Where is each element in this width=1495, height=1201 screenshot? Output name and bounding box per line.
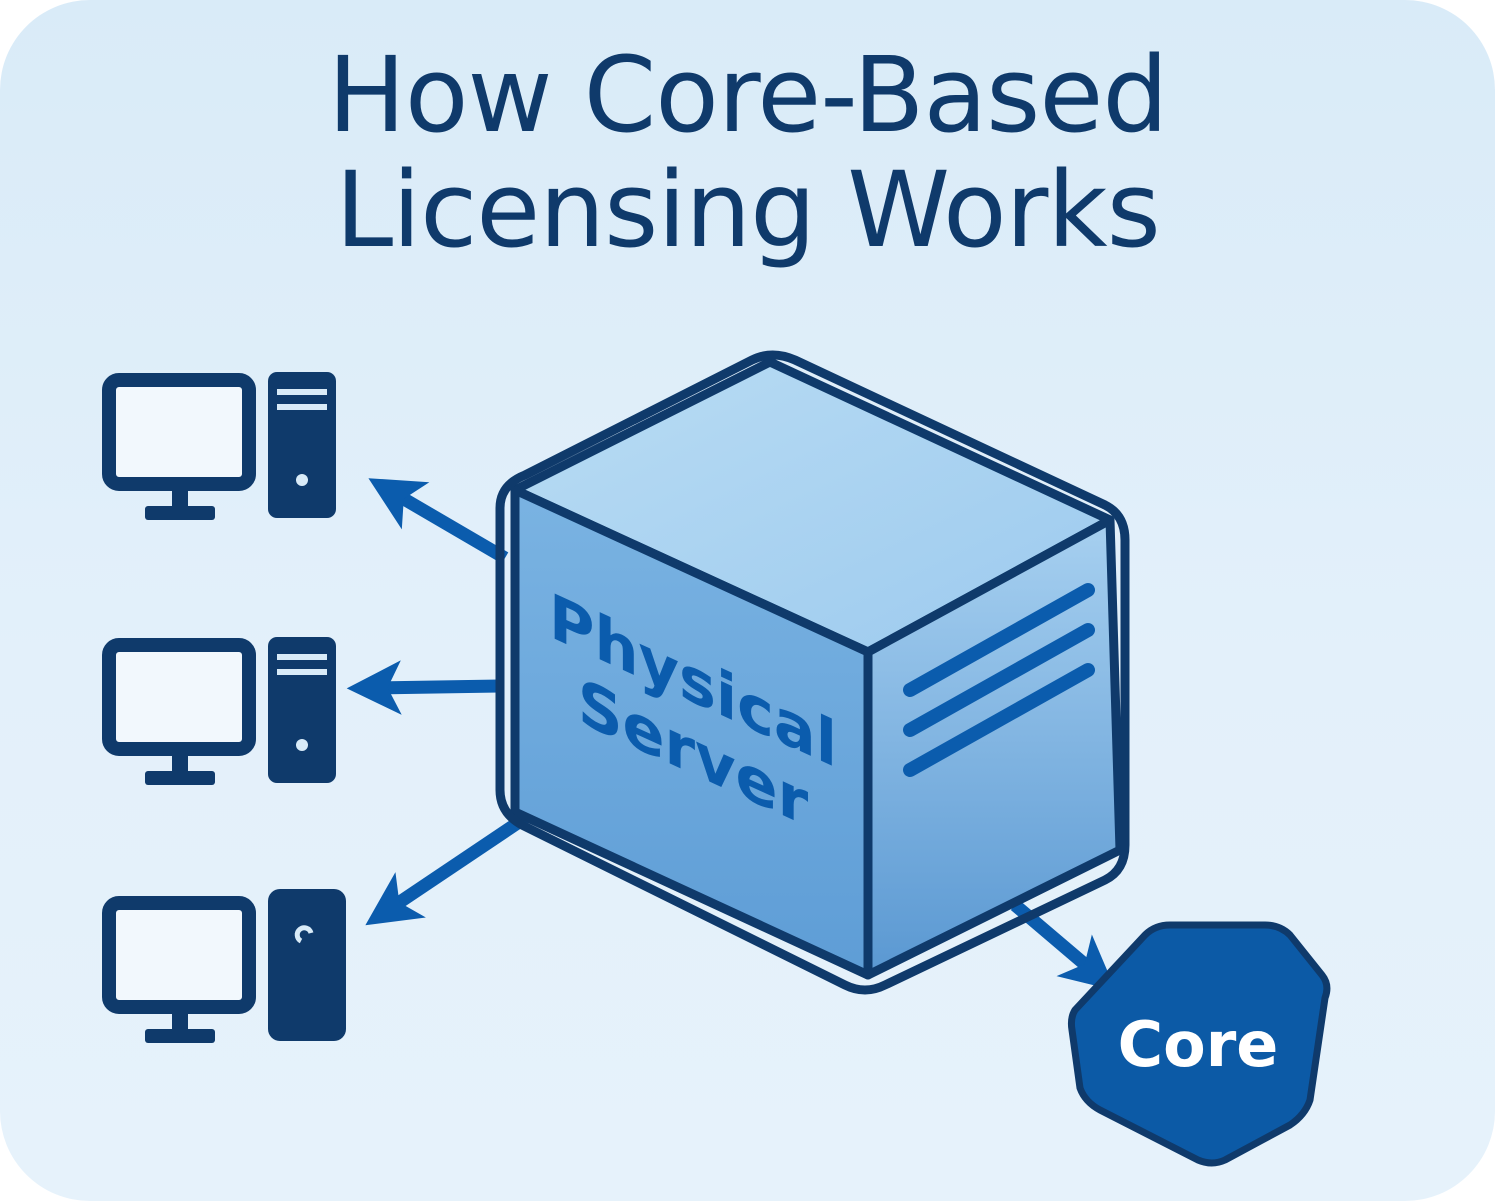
page-title: How Core-Based Licensing Works [0, 38, 1495, 268]
desktop-computer-icon [102, 637, 336, 785]
server-vent-line [903, 583, 1095, 697]
arrow-to-client-1 [368, 478, 509, 564]
core-hexagon-icon: Core [1067, 921, 1331, 1167]
arrow-to-client-2 [346, 660, 501, 715]
server-vent-line [903, 663, 1095, 777]
title-line-2: Licensing Works [335, 149, 1161, 271]
desktop-computer-icon [102, 372, 336, 520]
core-label: Core [1118, 1008, 1279, 1081]
desktop-computer-icon [102, 889, 346, 1043]
server-cube-icon: Physical Server [495, 350, 1130, 995]
arrow-to-client-3 [365, 812, 529, 926]
title-line-1: How Core-Based [327, 34, 1169, 156]
server-vent-line [903, 623, 1095, 737]
